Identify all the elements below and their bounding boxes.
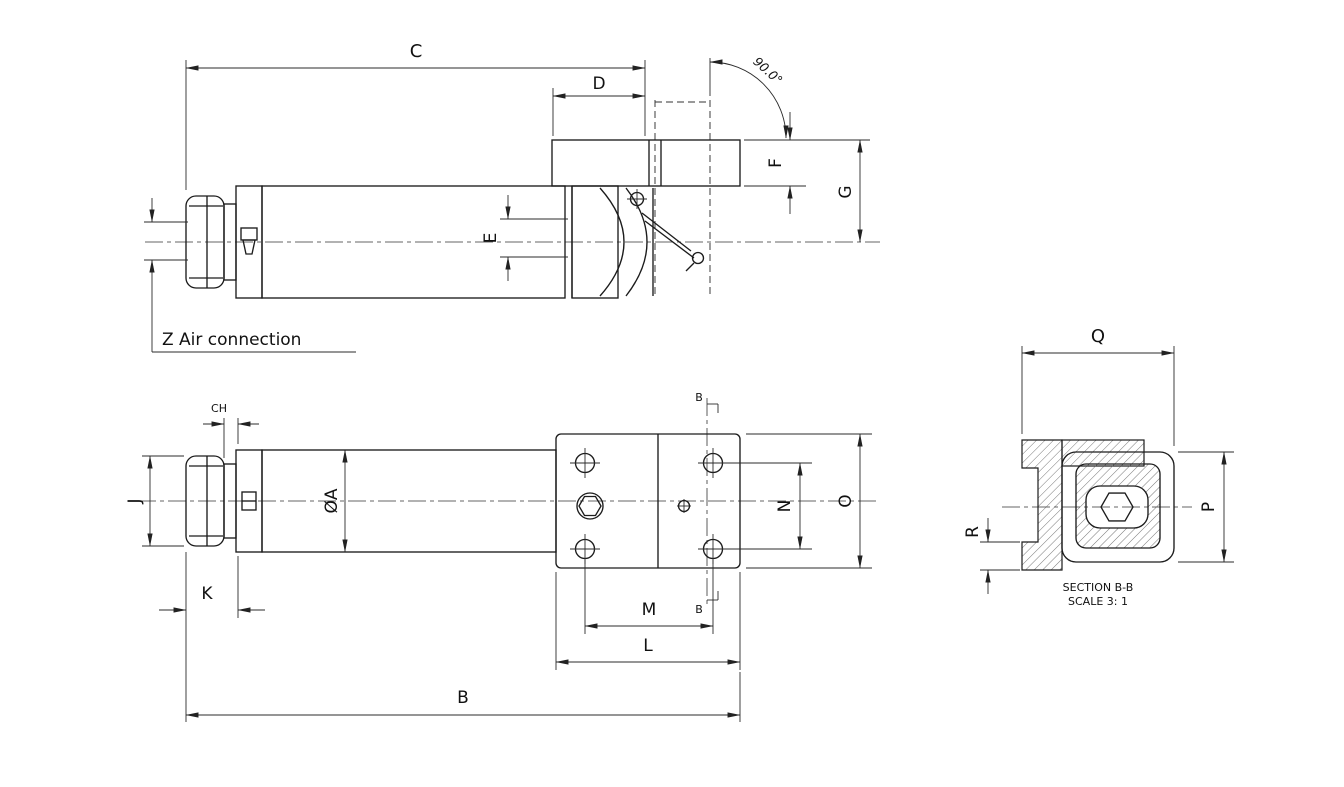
dim-label-k: K bbox=[201, 584, 213, 604]
dim-label-q: Q bbox=[1091, 326, 1105, 347]
clamp-lever bbox=[641, 212, 692, 252]
plan-view: CH J K ØA N O M L B B B bbox=[125, 391, 880, 722]
dim-label-j: J bbox=[125, 498, 145, 504]
dim-label-ch: CH bbox=[211, 402, 227, 415]
side-view: C D 90.0° F G E Z Air connection bbox=[144, 41, 880, 353]
section-title: SECTION B-B bbox=[1063, 581, 1134, 594]
dim-label-c: C bbox=[410, 41, 423, 62]
mounting-plate bbox=[555, 433, 741, 569]
center-pin-hole bbox=[677, 499, 691, 513]
dim-label-b: B bbox=[457, 688, 469, 708]
section-hex-nut bbox=[1100, 492, 1134, 522]
side-dimensions bbox=[144, 58, 870, 353]
dim-label-p: P bbox=[1199, 502, 1219, 512]
section-view: Q P R SECTION B-B SCALE 3: 1 bbox=[963, 326, 1234, 608]
air-connection-label: Z Air connection bbox=[162, 330, 301, 350]
section-marker-top: B bbox=[695, 391, 703, 404]
dim-label-o: O bbox=[836, 494, 856, 507]
plan-dimensions bbox=[142, 403, 872, 722]
screw-hole bbox=[570, 448, 600, 478]
section-slot bbox=[1085, 485, 1149, 529]
screw-hole bbox=[698, 534, 728, 564]
clamp-band bbox=[599, 187, 625, 297]
dim-label-g: G bbox=[836, 185, 856, 198]
dim-label-l: L bbox=[643, 636, 653, 656]
dim-label-r: R bbox=[963, 526, 983, 538]
dim-label-dia-a: ØA bbox=[322, 488, 342, 513]
dim-label-n: N bbox=[775, 500, 795, 513]
section-outer-outline bbox=[1061, 451, 1175, 563]
section-dimensions bbox=[980, 346, 1234, 594]
cylinder-tube bbox=[261, 185, 566, 299]
dim-label-f: F bbox=[766, 158, 786, 168]
mounting-flange-side bbox=[551, 139, 741, 187]
section-scale: SCALE 3: 1 bbox=[1068, 595, 1128, 608]
hex-socket-screw bbox=[576, 492, 604, 520]
dim-label-e: E bbox=[481, 233, 501, 244]
plan-cylinder-body bbox=[185, 433, 741, 569]
section-marker-bottom: B bbox=[695, 603, 703, 616]
section-body bbox=[1021, 439, 1175, 571]
section-inner-outline bbox=[1075, 463, 1161, 549]
section-ring-hatch bbox=[1076, 464, 1160, 548]
dim-label-d: D bbox=[592, 74, 605, 94]
screw-hole bbox=[570, 534, 600, 564]
section-top-plate bbox=[1061, 439, 1145, 467]
dim-label-m: M bbox=[642, 600, 657, 620]
side-cylinder-body bbox=[185, 139, 741, 299]
screw-hole bbox=[698, 448, 728, 478]
